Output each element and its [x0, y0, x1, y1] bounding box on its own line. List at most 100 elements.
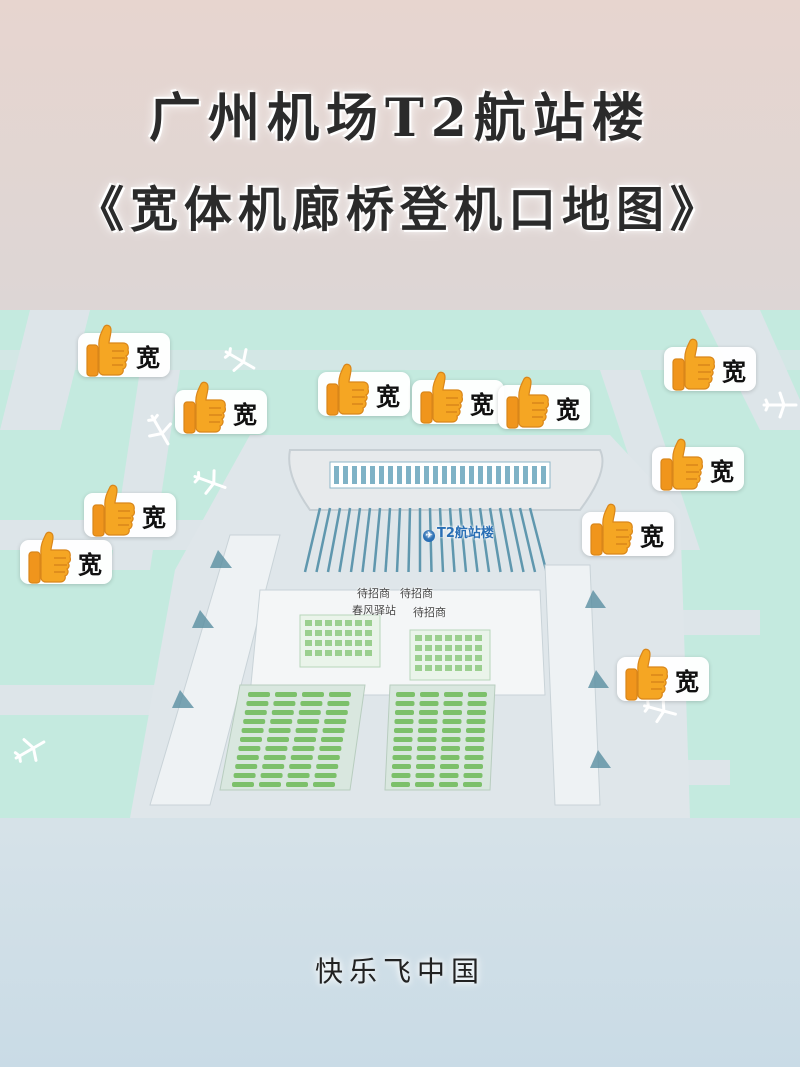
building-cell — [365, 650, 372, 656]
parking-row — [329, 692, 351, 697]
parking-row — [265, 746, 288, 751]
building-cell — [475, 645, 482, 651]
parking-row — [419, 710, 438, 715]
building-cell — [425, 635, 432, 641]
hall-stripe — [514, 466, 519, 484]
parking-row — [464, 764, 483, 769]
parking-row — [468, 692, 487, 697]
wide-body-gate-badge[interactable]: 宽 — [175, 390, 267, 434]
parking-row — [322, 728, 345, 733]
building-cell — [345, 620, 352, 626]
parking-row — [273, 701, 296, 706]
wide-body-gate-badge[interactable]: 宽 — [664, 347, 756, 391]
concourse-strip — [384, 507, 392, 573]
building-cell — [445, 635, 452, 641]
building-cell — [335, 620, 342, 626]
building-cell — [335, 640, 342, 646]
wide-body-gate-badge[interactable]: 宽 — [652, 447, 744, 491]
parking-row — [286, 782, 308, 787]
airplane-shape — [147, 413, 172, 446]
parking-row — [466, 728, 485, 733]
building-cell — [315, 620, 322, 626]
wide-body-gate-badge[interactable]: 宽 — [582, 512, 674, 556]
parking-row — [440, 764, 459, 769]
hall-stripe — [541, 466, 546, 484]
thumbs-up-icon — [621, 647, 669, 701]
wide-body-gate-badge[interactable]: 宽 — [617, 657, 709, 701]
page-title: 广州机场T2航站楼 — [149, 88, 651, 149]
concourse-strip — [458, 507, 468, 573]
building-cell — [315, 650, 322, 656]
thumbs-up-icon — [88, 483, 136, 537]
parking-row — [467, 710, 486, 715]
building-cell — [425, 645, 432, 651]
airplane-icon — [643, 696, 677, 724]
parking-row — [419, 701, 439, 706]
parking-row — [444, 692, 463, 697]
parking-row — [246, 701, 269, 706]
wide-body-gate-badge[interactable]: 宽 — [498, 385, 590, 429]
concourse-strip — [478, 507, 491, 573]
building-cell — [365, 620, 372, 626]
airplane-shape — [762, 391, 798, 419]
hall-stripe — [415, 466, 420, 484]
badge-label: 宽 — [233, 400, 257, 429]
merchant-label: 待招商 — [400, 587, 433, 600]
west-pier — [149, 534, 281, 806]
building-cell — [455, 665, 462, 671]
building-cell — [455, 645, 462, 651]
building-cell — [425, 655, 432, 661]
parking-row — [317, 755, 340, 760]
badge-label: 宽 — [710, 457, 734, 486]
wide-body-gate-badge[interactable]: 宽 — [84, 493, 176, 537]
parking-row — [415, 773, 435, 778]
parking-row — [300, 701, 323, 706]
building-cell — [345, 650, 352, 656]
hall-stripe — [352, 466, 357, 484]
badge-label: 宽 — [376, 382, 400, 411]
thumbs-up-icon — [179, 380, 227, 434]
hall-stripe — [397, 466, 402, 484]
wide-body-gate-badge[interactable]: 宽 — [318, 372, 410, 416]
building-cell — [355, 650, 362, 656]
wide-body-gate-badge[interactable]: 宽 — [78, 333, 170, 377]
concourse-strip — [508, 507, 525, 573]
thumbs-up-icon — [416, 370, 464, 424]
building-cell — [305, 620, 312, 626]
hall-stripe — [343, 466, 348, 484]
badge-label: 宽 — [640, 522, 664, 551]
building-cell — [465, 645, 472, 651]
badge-label: 宽 — [470, 390, 494, 419]
parking-row — [316, 764, 339, 769]
airplane-circle-icon: ✈ — [423, 530, 435, 542]
building-cell — [415, 655, 422, 661]
parking-row — [417, 746, 436, 751]
parking-row — [394, 728, 413, 733]
building-cell — [315, 640, 322, 646]
building-cell — [355, 640, 362, 646]
parking-row — [395, 701, 415, 706]
airplane-icon — [223, 347, 256, 372]
terminal-hall — [329, 461, 551, 489]
wide-body-gate-badge[interactable]: 宽 — [20, 540, 112, 584]
parking-row — [232, 782, 254, 787]
hall-stripe — [442, 466, 447, 484]
parking-row — [442, 719, 462, 724]
terminal-label[interactable]: ✈T2航站楼 — [423, 522, 494, 542]
page-subtitle: 《宽体机廊桥登机口地图》 — [75, 182, 724, 238]
building-cell — [335, 650, 342, 656]
parking-row — [289, 764, 312, 769]
building-cell — [445, 665, 452, 671]
parking-row — [233, 773, 256, 778]
badge-label: 宽 — [136, 343, 160, 372]
building-cell — [425, 665, 432, 671]
hall-stripe — [496, 466, 501, 484]
building-cell — [465, 665, 472, 671]
parking-rows — [232, 692, 487, 787]
parking-row — [443, 701, 463, 706]
concourse-strip — [326, 507, 342, 573]
concourse-strip — [468, 507, 479, 573]
hall-stripe — [379, 466, 384, 484]
badge-label: 宽 — [78, 550, 102, 579]
wide-body-gate-badge[interactable]: 宽 — [412, 380, 504, 424]
